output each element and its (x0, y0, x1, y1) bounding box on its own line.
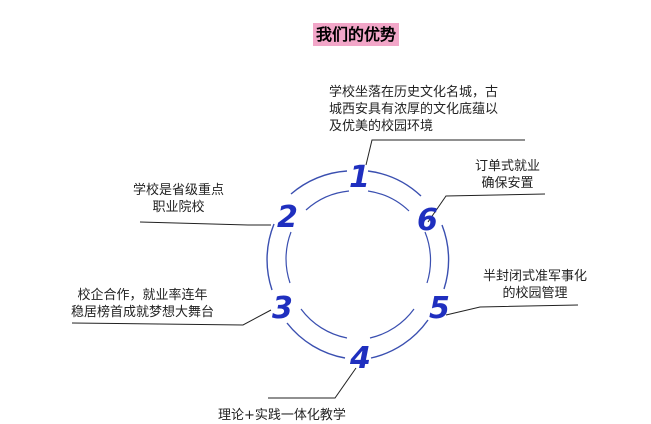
advantage-number-4: 4 (349, 341, 371, 376)
advantage-label-2: 学校是省级重点 职业院校 (133, 183, 225, 215)
advantage-number-5: 5 (429, 291, 450, 326)
advantage-number-3: 3 (272, 291, 293, 326)
leader-lines (71, 139, 579, 399)
diagram-title: 我们的优势 (313, 23, 400, 46)
advantage-label-6: 订单式就业 确保安置 (475, 159, 541, 191)
outer-ring (266, 170, 450, 359)
inner-ring (285, 190, 432, 339)
advantage-label-1: 学校坐落在历史文化名城，古 城西安具有浓厚的文化底蕴以 及优美的校园环境 (329, 85, 499, 134)
advantage-label-3: 校企合作，就业率连年 稳居榜首成就梦想大舞台 (71, 288, 215, 320)
advantage-number-2: 2 (277, 200, 298, 235)
advantage-number-1: 1 (349, 160, 370, 195)
advantage-number-6: 6 (417, 203, 438, 238)
advantage-label-4: 理论+实践一体化教学 (218, 408, 346, 423)
advantage-label-5: 半封闭式准军事化 的校园管理 (483, 269, 588, 301)
